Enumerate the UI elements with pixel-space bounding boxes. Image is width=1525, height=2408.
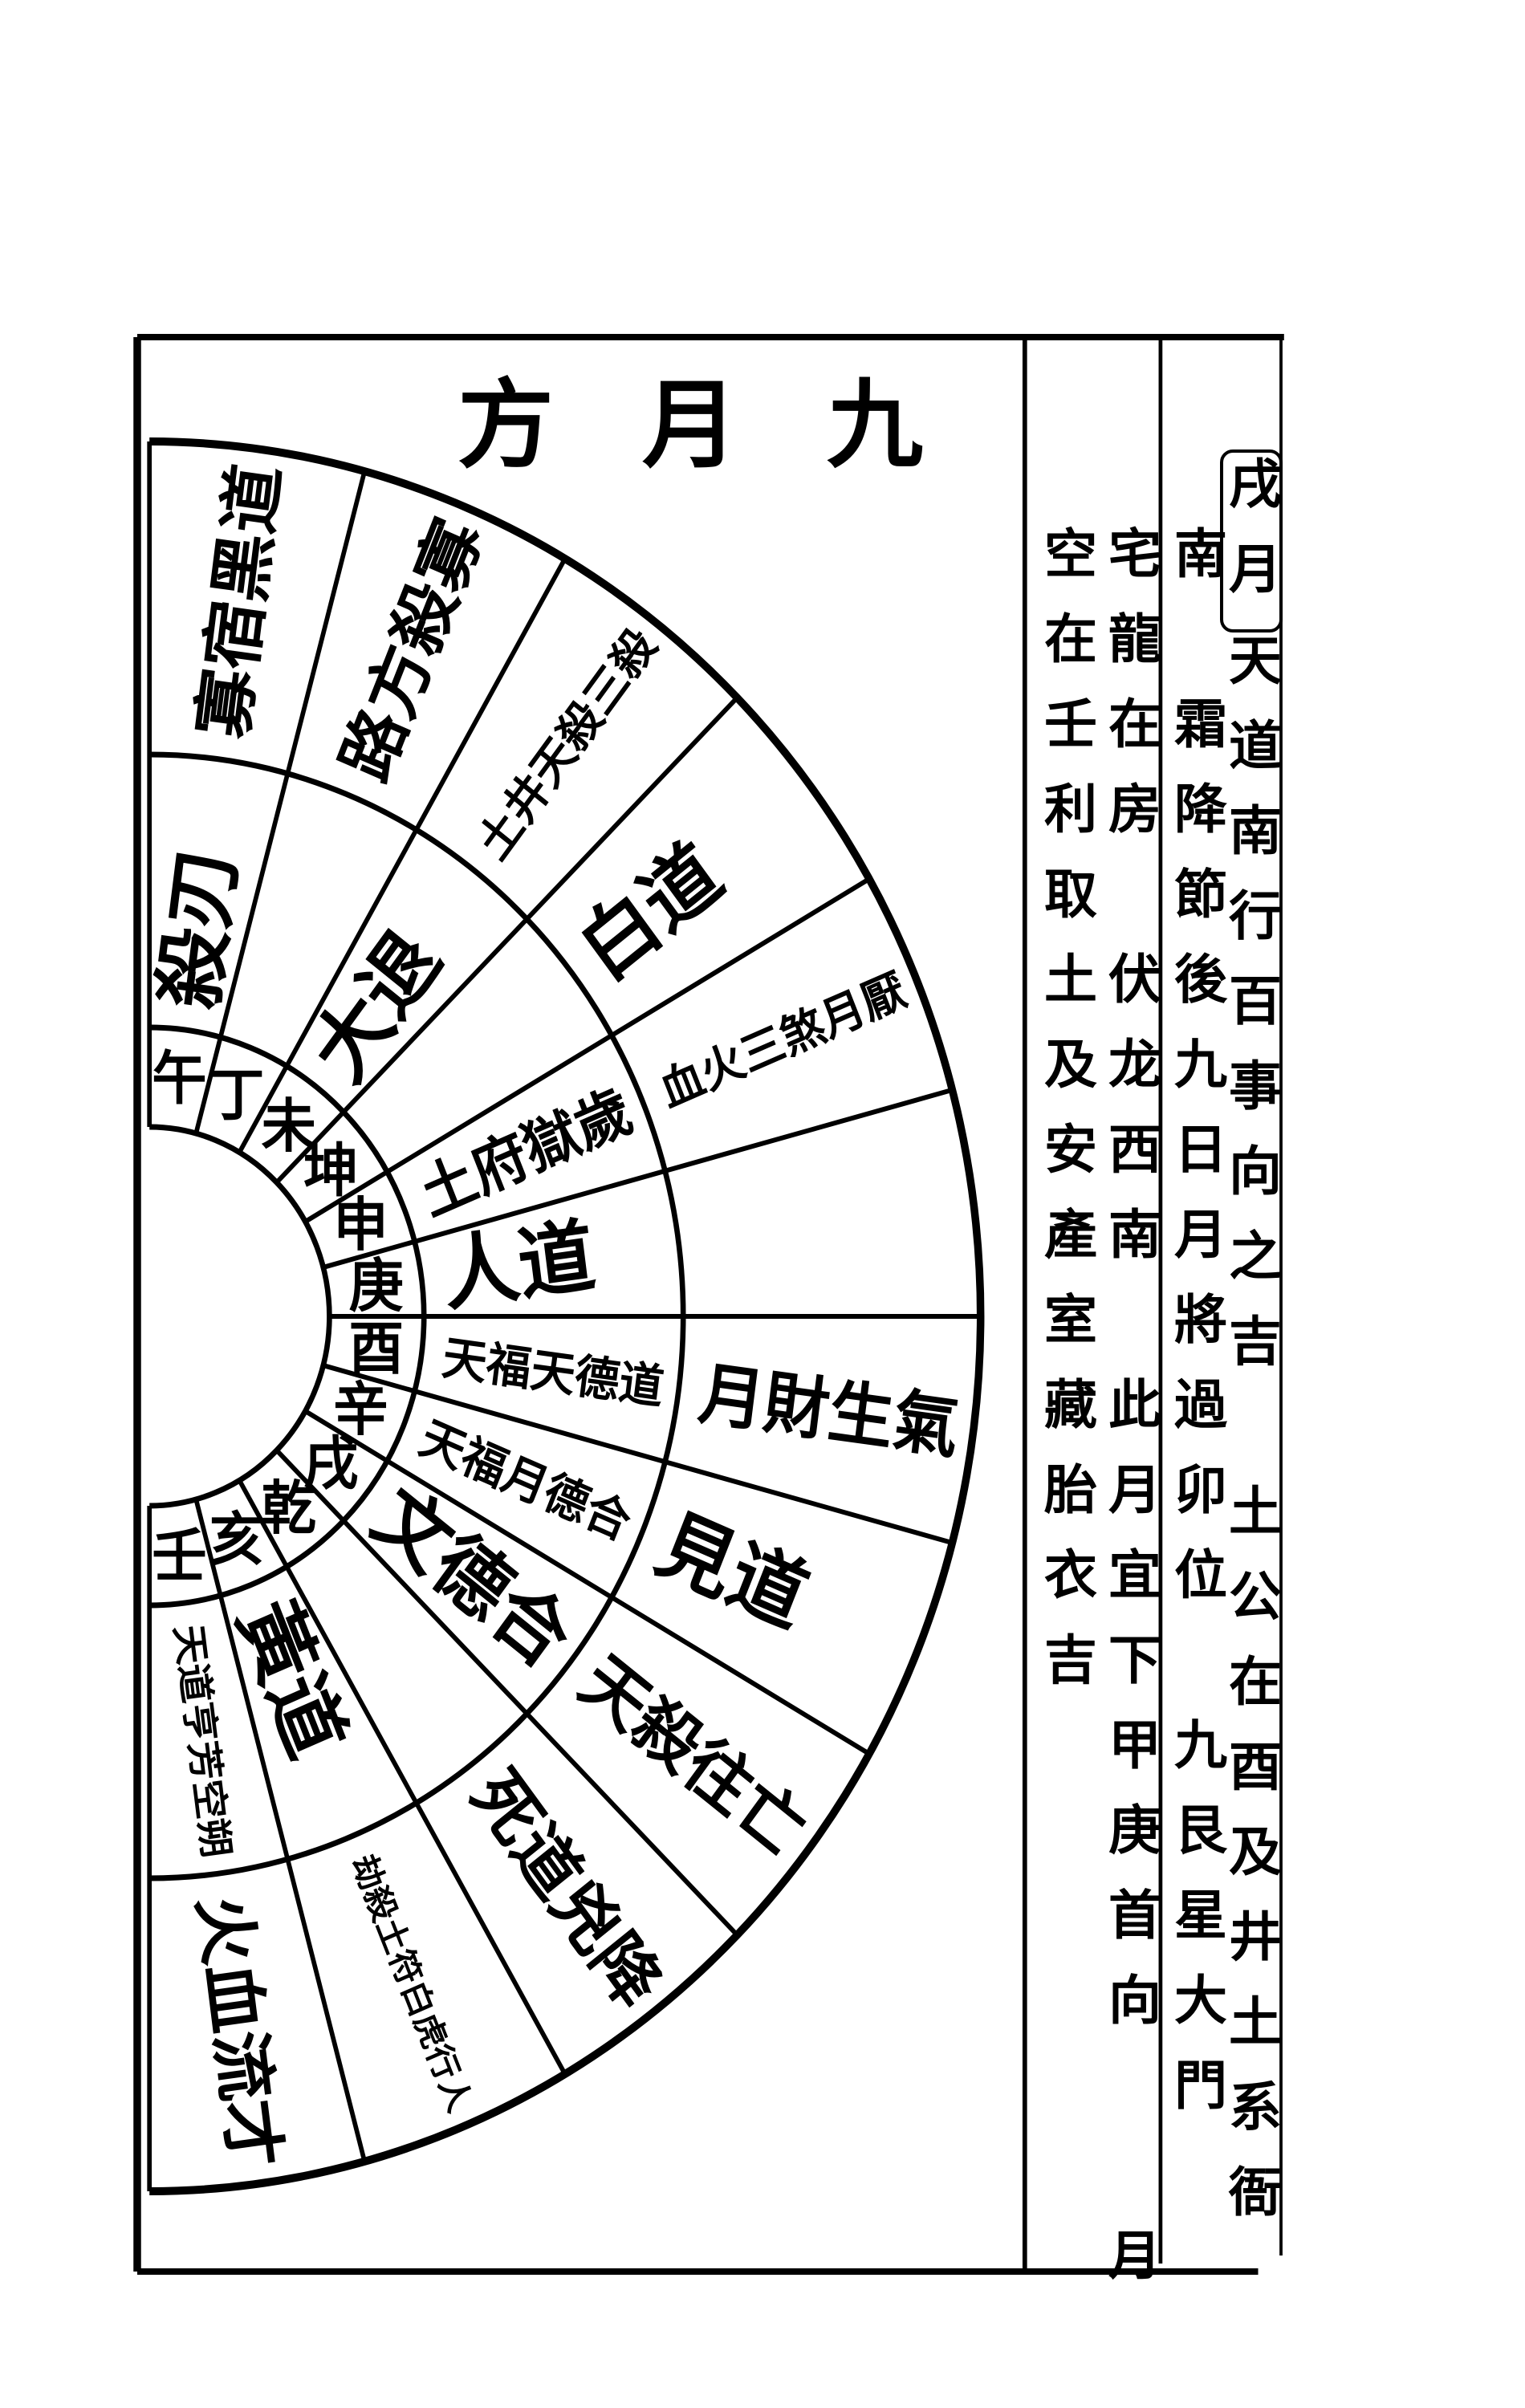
text-column-1: 戌月天道南行百事向之吉 土公在酉及井土系衙 xyxy=(1220,449,1283,2249)
middle-ring-label: 殺刃 xyxy=(144,842,253,1014)
middle-ring-label-text: 殺刃 xyxy=(144,842,253,1014)
outer-ring-label-text: 天殺往亡 xyxy=(567,1640,820,1871)
outer-ring-label: 劫殺土符白虎行人 xyxy=(344,1849,480,2117)
outer-ring-label: 見道 xyxy=(645,1497,819,1645)
radial-divider xyxy=(193,470,367,1134)
branch-label: 坤 xyxy=(303,1137,358,1205)
outer-ring-label-text: 見道 xyxy=(645,1497,819,1645)
outer-ring-label-text: 土井天殺三殺 xyxy=(468,619,667,869)
middle-ring-label-text: 土府獄歲 xyxy=(410,1076,641,1229)
page-title: 九月方 xyxy=(458,368,1011,482)
radial-divider xyxy=(274,1448,739,1937)
outer-ring-label: 天殺往亡 xyxy=(567,1640,820,1871)
radial-divider xyxy=(323,1363,954,1546)
radial-divider xyxy=(237,1479,567,2076)
branch-label: 戌 xyxy=(303,1430,358,1498)
text-column-1-body: 天道南行百事向之吉 土公在酉及井土系衙 xyxy=(1220,633,1283,2249)
branch-label: 乾 xyxy=(261,1474,315,1542)
middle-ring-label: 土府獄歲 xyxy=(410,1076,641,1229)
inner-hole-ring xyxy=(149,1124,332,1509)
branch-label: 申 xyxy=(333,1191,388,1259)
month-heading-box: 戌月 xyxy=(1220,449,1283,633)
branch-label: 未 xyxy=(261,1092,315,1160)
radial-divider xyxy=(303,1409,871,1756)
middle-ring-label: 天道亨芳空朔 xyxy=(166,1622,238,1861)
outer-ring-label: 寡宿黑道 xyxy=(184,460,294,743)
branch-label: 丁 xyxy=(209,1060,264,1129)
outer-ring-label: 火血流才 xyxy=(184,1890,294,2173)
text-column-4: 空在壬利取土及安產室藏胎衣吉 xyxy=(1035,526,1098,1717)
radial-divider xyxy=(323,1087,954,1270)
outer-ring-label: 土井天殺三殺 xyxy=(468,619,667,869)
branch-label: 庚 xyxy=(349,1251,404,1320)
page-frame xyxy=(133,334,1284,2275)
middle-ring-label: 人道 xyxy=(437,1208,600,1323)
outer-ring-label-text: 劫殺土符白虎行人 xyxy=(344,1849,480,2117)
outer-ring-label-text: 月財生氣 xyxy=(695,1352,964,1468)
radial-divider xyxy=(274,696,739,1185)
radial-divider xyxy=(303,877,871,1224)
text-column-2: 南 霜降節後九日月將過卯位 九艮星大門 xyxy=(1165,526,1228,2142)
radial-divider xyxy=(193,1499,367,2162)
outer-ring-label: 路方殺寡 xyxy=(327,507,498,792)
outer-ring-label: 死道兇降 xyxy=(457,1755,677,2023)
branch-label: 午 xyxy=(152,1044,206,1112)
text-column-3: 宅龍在房 伏龙西南 此月宜下甲庚首向 月 xyxy=(1100,526,1162,2312)
middle-ring-label-text: 天福天德道 xyxy=(439,1331,666,1415)
branch-label: 酉 xyxy=(349,1314,404,1382)
branch-label: 壬 xyxy=(152,1522,206,1590)
middle-ring-label-text: 天道亨芳空朔 xyxy=(166,1622,238,1861)
outer-ring-label: 月財生氣 xyxy=(695,1352,964,1468)
outer-ring-label-text: 死道兇降 xyxy=(457,1755,677,2023)
branch-label: 亥 xyxy=(209,1505,264,1573)
outer-ring-label-text: 火血流才 xyxy=(184,1890,294,2173)
outer-ring-label-text: 寡宿黑道 xyxy=(184,460,294,743)
middle-ring-label: 天福天德道 xyxy=(439,1331,666,1415)
middle-ring-label-text: 人道 xyxy=(437,1208,600,1323)
branch-label: 辛 xyxy=(333,1375,388,1443)
radial-divider xyxy=(237,557,567,1154)
outer-ring-label-text: 路方殺寡 xyxy=(327,507,498,792)
